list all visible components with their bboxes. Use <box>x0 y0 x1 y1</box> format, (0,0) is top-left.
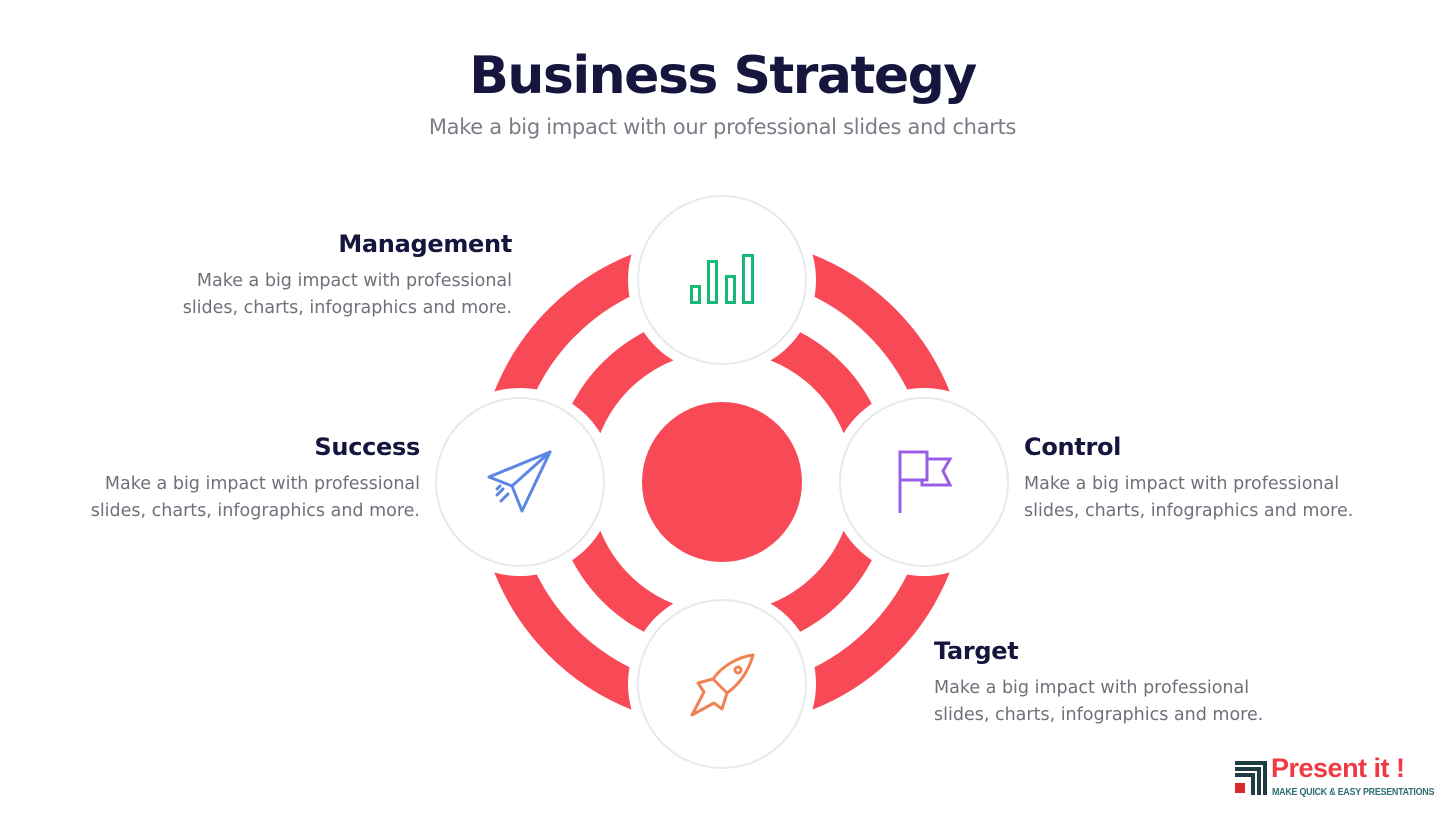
paper-plane-icon <box>487 450 552 513</box>
logo-tagline: MAKE QUICK & EASY PRESENTATIONS <box>1272 786 1435 798</box>
item-management: Management Make a big impact with profes… <box>152 230 513 322</box>
page-title: Business Strategy <box>469 46 977 106</box>
circle-success <box>426 388 614 576</box>
center-disc <box>642 402 802 562</box>
item-title: Control <box>1024 433 1122 461</box>
rocket-icon <box>690 653 755 717</box>
item-control: Control Make a big impact with professio… <box>1024 433 1384 525</box>
circle-control <box>830 388 1018 576</box>
bar-chart-icon <box>690 254 754 304</box>
item-title: Target <box>934 637 1019 665</box>
circle-target <box>628 590 816 778</box>
flag-icon <box>898 450 953 513</box>
brand-logo: Present it ! MAKE QUICK & EASY PRESENTAT… <box>1233 753 1435 802</box>
item-success: Success Make a big impact with professio… <box>60 433 421 525</box>
item-title: Management <box>338 230 512 258</box>
page-subtitle: Make a big impact with our professional … <box>428 115 1017 139</box>
logo-mark-icon <box>1235 761 1267 795</box>
logo-name: Present it ! <box>1271 753 1405 783</box>
circle-management <box>628 186 816 374</box>
item-title: Success <box>314 433 420 461</box>
item-target: Target Make a big impact with profession… <box>934 637 1294 729</box>
icon-circles <box>426 186 1018 778</box>
